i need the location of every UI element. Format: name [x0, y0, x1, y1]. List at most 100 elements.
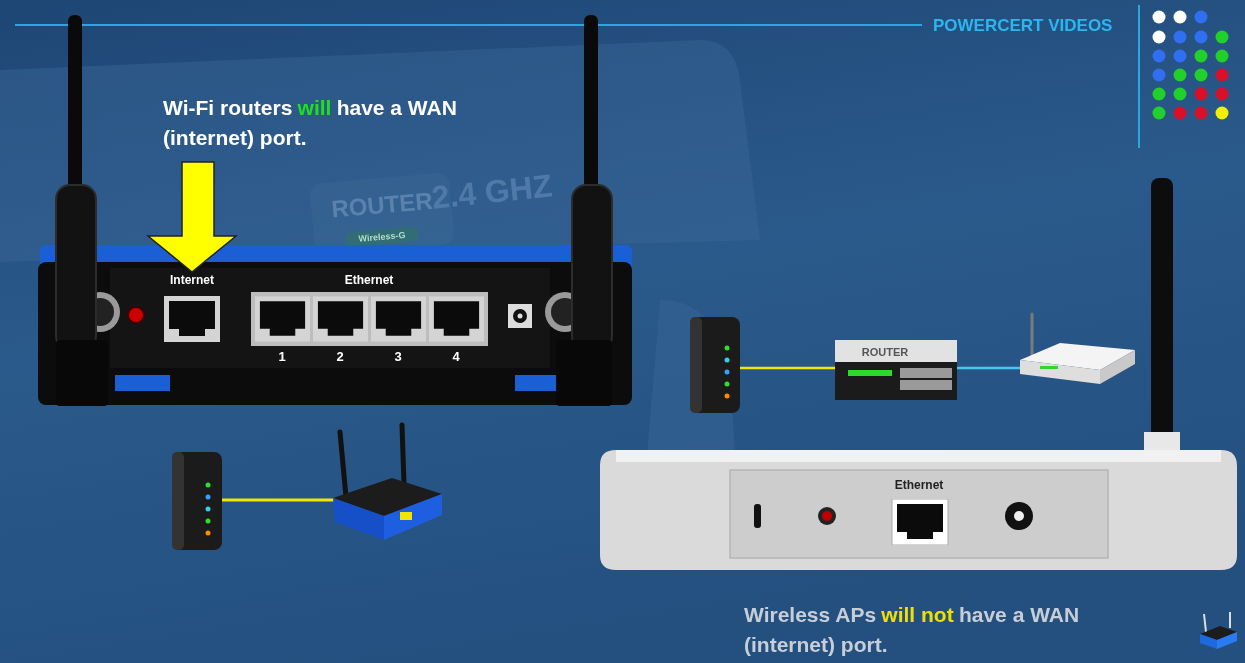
port-label: Internet [170, 274, 214, 288]
access-point-icon [1020, 314, 1135, 384]
ethernet-port [371, 296, 426, 341]
reset-button [822, 511, 832, 521]
internet-port [164, 296, 220, 342]
antenna-hinge [56, 340, 108, 406]
router-port [400, 512, 412, 520]
faded-model: Wireless-G [358, 230, 406, 244]
heading-sentence: Wi-Fi routerswillhave a WAN (internet) p… [163, 93, 493, 153]
port-number: 3 [394, 350, 401, 365]
antenna [1151, 178, 1173, 440]
modem-side [690, 317, 702, 413]
brand-watermark: POWERCERT VIDEOS [933, 16, 1112, 36]
ethernet-port [892, 499, 948, 545]
modem-led [725, 346, 730, 351]
logo-dot [1153, 88, 1166, 101]
antenna [572, 185, 612, 350]
power-jack [508, 304, 532, 328]
logo-dot [1216, 107, 1229, 120]
logo-dot [1216, 88, 1229, 101]
antenna [340, 432, 346, 497]
power-jack [1005, 502, 1033, 530]
modem-side [172, 452, 184, 550]
port-number: 1 [278, 350, 285, 365]
logo-dot [1153, 11, 1166, 24]
router-front [835, 362, 957, 400]
antenna [402, 425, 404, 484]
router-icon [835, 340, 957, 400]
header-divider [1138, 5, 1140, 148]
router-back-panel [38, 15, 632, 406]
power-jack [1014, 511, 1024, 521]
router-panel [110, 268, 550, 368]
logo-dot [1216, 50, 1229, 63]
cable [222, 499, 335, 502]
faded-brand: ROUTER [330, 187, 433, 223]
router-side [1217, 632, 1237, 649]
corner-router-icon [1200, 612, 1237, 649]
logo-dot [1153, 50, 1166, 63]
modem-led [206, 495, 211, 500]
ethernet-port [255, 296, 310, 341]
power-jack [518, 314, 523, 319]
logo-dot [1216, 31, 1229, 44]
faded-pill [344, 226, 419, 247]
logo-dot [1174, 107, 1187, 120]
note-text: Wireless APs [744, 603, 876, 626]
heading-text: Wi-Fi routers [163, 96, 292, 119]
wifi-router-icon [333, 425, 442, 540]
power-jack [513, 309, 527, 323]
port-label: Ethernet [895, 479, 944, 493]
cable [740, 367, 835, 370]
modem-led [206, 507, 211, 512]
router-top [835, 340, 957, 364]
ap-body [600, 450, 1237, 570]
port-number: 2 [336, 350, 343, 365]
ethernet-port [429, 296, 484, 341]
logo-dot [1195, 69, 1208, 82]
faded-router-body [0, 40, 760, 262]
logo-dot [1153, 31, 1166, 44]
logo-dot [1195, 50, 1208, 63]
antenna [1204, 614, 1206, 632]
ap-top-edge [616, 450, 1221, 462]
device-label: ROUTER [862, 346, 908, 359]
router-side [384, 494, 442, 540]
logo-dot [1153, 107, 1166, 120]
pointer-arrow [148, 162, 236, 272]
router-front [333, 498, 384, 540]
heading-emphasis: will [298, 96, 332, 119]
cable [957, 367, 1022, 370]
modem-body [172, 452, 222, 550]
modem-led [206, 483, 211, 488]
logo-dot [1153, 69, 1166, 82]
reset-button [128, 307, 144, 323]
ethernet-frame [251, 292, 488, 346]
modem-icon [172, 452, 222, 550]
router-foot [115, 375, 170, 391]
logo-dot [1216, 69, 1229, 82]
logo-dot [1174, 31, 1187, 44]
logo-dot [1195, 31, 1208, 44]
logo-dot [1174, 11, 1187, 24]
logo-dots [1153, 11, 1229, 120]
logo-dot [1195, 11, 1208, 24]
logo-dot [1195, 107, 1208, 120]
logo-dot [1174, 50, 1187, 63]
modem-led [725, 370, 730, 375]
modem-icon [690, 317, 740, 413]
logo-dot [1174, 69, 1187, 82]
logo-dot [1174, 88, 1187, 101]
modem-body [690, 317, 740, 413]
port-number: 4 [452, 350, 459, 365]
modem-led [206, 519, 211, 524]
router-body [38, 262, 632, 405]
port-label: Ethernet [345, 274, 394, 288]
ap-panel [730, 470, 1108, 558]
header-line [15, 24, 922, 26]
antenna-hinge [556, 340, 612, 406]
access-point-back [600, 178, 1237, 570]
router-ports [900, 380, 952, 390]
ap-front [1020, 360, 1100, 384]
antenna [56, 185, 96, 350]
